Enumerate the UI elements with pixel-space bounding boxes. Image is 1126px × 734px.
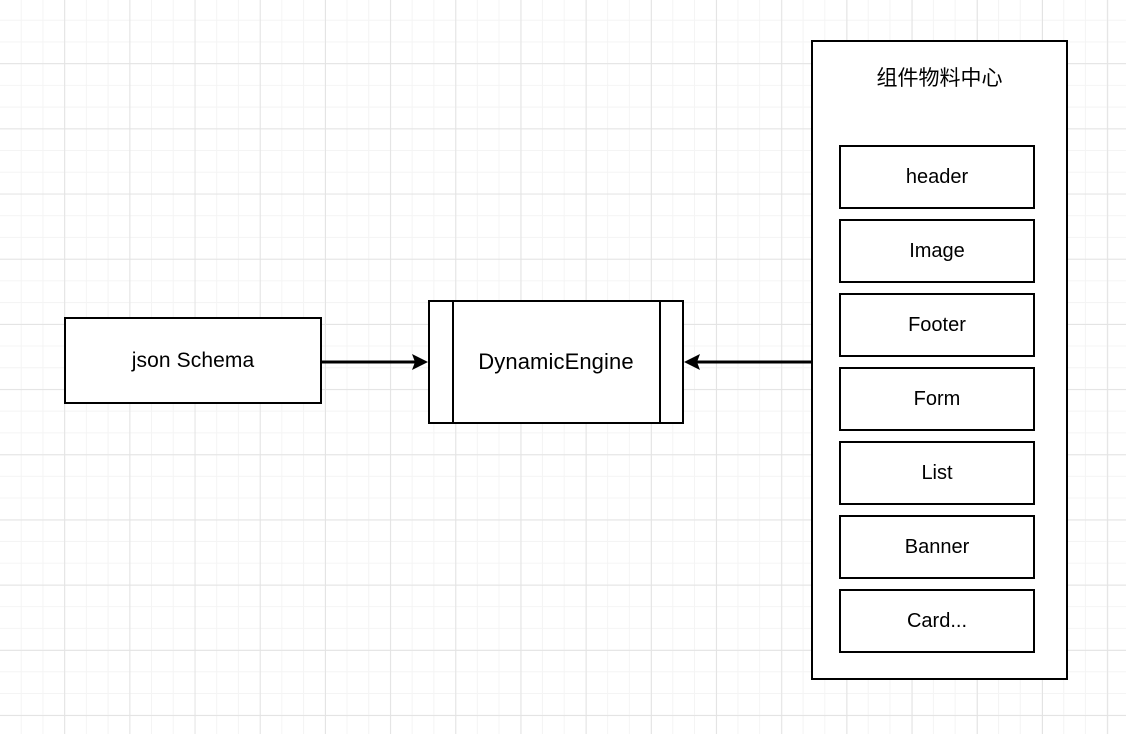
panel-item-list: header Image Footer Form List Banner Car… (839, 145, 1035, 653)
edge-json-schema-to-dynamic-engine[interactable] (320, 340, 432, 384)
panel-item-label: Banner (904, 536, 970, 558)
panel-item-banner[interactable]: Banner (839, 515, 1035, 579)
subroutine-right-rule (659, 300, 661, 424)
panel-item-footer[interactable]: Footer (839, 293, 1035, 357)
panel-item-label: List (921, 462, 953, 484)
panel-item-label: Form (913, 388, 961, 410)
arrowhead-left-icon (684, 354, 700, 370)
panel-item-image[interactable]: Image (839, 219, 1035, 283)
node-json-schema[interactable]: json Schema (64, 317, 322, 404)
node-json-schema-label: json Schema (131, 349, 255, 372)
panel-item-list[interactable]: List (839, 441, 1035, 505)
panel-item-header[interactable]: header (839, 145, 1035, 209)
node-dynamic-engine[interactable]: DynamicEngine (428, 300, 684, 424)
arrowhead-right-icon (412, 354, 428, 370)
panel-item-label: Image (909, 240, 965, 262)
subroutine-left-rule (452, 300, 454, 424)
panel-item-form[interactable]: Form (839, 367, 1035, 431)
panel-item-label: Card... (906, 610, 968, 632)
panel-item-card[interactable]: Card... (839, 589, 1035, 653)
node-dynamic-engine-label: DynamicEngine (478, 349, 634, 374)
panel-item-label: Footer (908, 314, 966, 336)
panel-title: 组件物料中心 (876, 67, 1003, 90)
panel-material-center[interactable]: 组件物料中心 header Image Footer Form List Ban… (811, 40, 1068, 680)
panel-item-label: header (905, 166, 969, 188)
edge-material-center-to-dynamic-engine[interactable] (680, 340, 816, 384)
